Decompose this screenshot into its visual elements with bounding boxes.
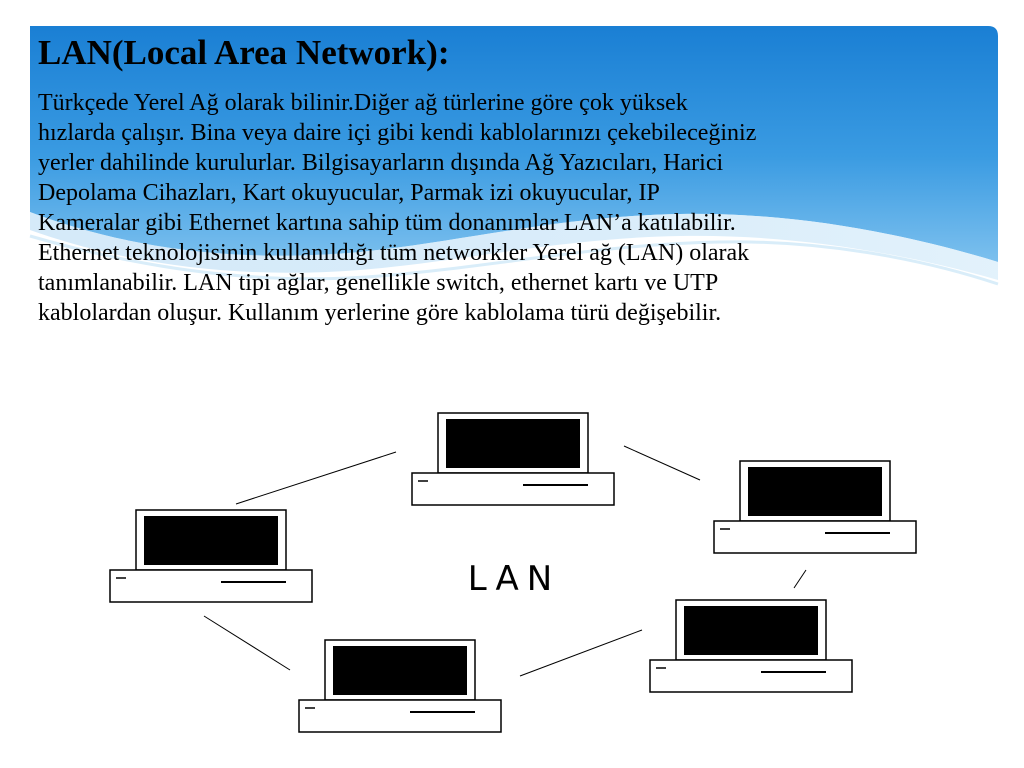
desktop-computer-icon: [298, 639, 502, 733]
desktop-computer-icon: [713, 460, 917, 554]
paragraph-line: yerler dahilinde kurulurlar. Bilgisayarl…: [38, 150, 724, 176]
desktop-computer-icon: [411, 412, 615, 506]
paragraph-line: Kameralar gibi Ethernet kartına sahip tü…: [38, 210, 736, 236]
paragraph-line: Depolama Cihazları, Kart okuyucular, Par…: [38, 180, 660, 206]
desktop-computer-icon: [109, 509, 313, 603]
paragraph-line: tanımlanabilir. LAN tipi ağlar, genellik…: [38, 270, 719, 296]
network-cable: [203, 615, 291, 671]
paragraph-line: Ethernet teknolojisinin kullanıldığı tüm…: [38, 240, 750, 266]
slide-title: LAN(Local Area Network):: [38, 33, 450, 72]
paragraph-line: Türkçede Yerel Ağ olarak bilinir.Diğer a…: [38, 90, 688, 116]
network-cable: [793, 569, 807, 589]
lan-center-label: LAN: [468, 559, 560, 599]
paragraph-line: kablolardan oluşur. Kullanım yerlerine g…: [38, 300, 722, 326]
lan-network-diagram: LAN: [109, 412, 917, 733]
desktop-computer-icon: [649, 599, 853, 693]
network-cable: [519, 629, 643, 677]
network-cable: [623, 445, 701, 481]
blue-wave-banner: [29, 26, 999, 286]
network-cable: [235, 451, 397, 505]
lan-description-paragraph: Türkçede Yerel Ağ olarak bilinir.Diğer a…: [38, 88, 998, 328]
paragraph-line: hızlarda çalışır. Bina veya daire içi gi…: [38, 120, 757, 146]
